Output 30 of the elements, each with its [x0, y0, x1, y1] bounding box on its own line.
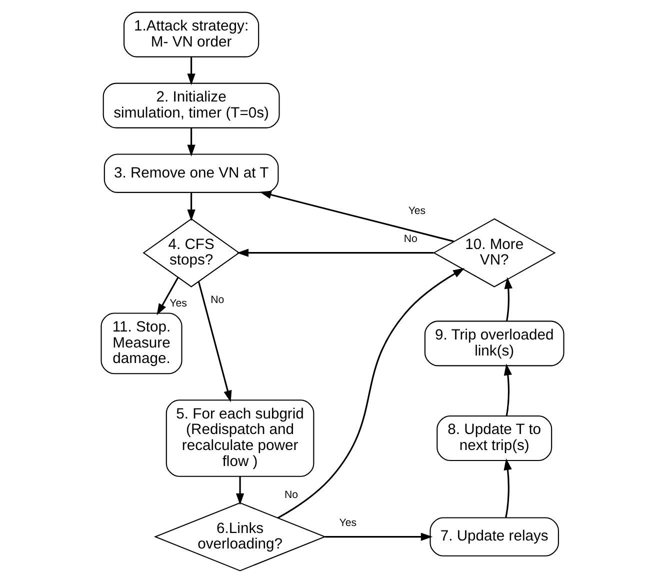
arrow: [198, 282, 232, 402]
node-diamond: 6.Links overloading?: [154, 502, 326, 572]
arrow: [260, 190, 454, 242]
edge-label: Yes: [408, 204, 426, 217]
edge-label: No: [210, 294, 224, 306]
arrow: [236, 248, 434, 257]
edge-label: No: [404, 233, 418, 246]
arrow: [236, 476, 244, 506]
arrow: [187, 57, 196, 86]
node-box: 1.Attack strategy: M- VN order: [124, 12, 260, 58]
edge-label: Yes: [339, 517, 357, 530]
arrow: [504, 364, 512, 416]
arrow: [187, 128, 196, 156]
node-box: 2. Initialize simulation, timer (T=0s): [102, 82, 280, 128]
node-diamond: 10. More VN?: [432, 218, 556, 288]
node-box: 3. Remove one VN at T: [104, 154, 279, 193]
arrow: [324, 532, 433, 541]
arrow: [187, 192, 196, 222]
node-box: 9. Trip overloaded link(s): [424, 320, 564, 366]
arrow: [504, 277, 512, 322]
node-box: 8. Update T to next trip(s): [436, 415, 552, 462]
edge-label: No: [284, 488, 298, 501]
edge-label: Yes: [170, 298, 187, 310]
node-box: 7. Update relays: [430, 517, 559, 556]
node-box: 5. For each subgrid (Redispatch and recalculate power flow ): [166, 400, 314, 477]
node-diamond: 4. CFS stops?: [142, 218, 240, 288]
arrow: [277, 268, 465, 519]
arrow: [156, 277, 179, 316]
arrow: [504, 458, 512, 518]
node-box: 11. Stop. Measure damage.: [100, 312, 182, 374]
